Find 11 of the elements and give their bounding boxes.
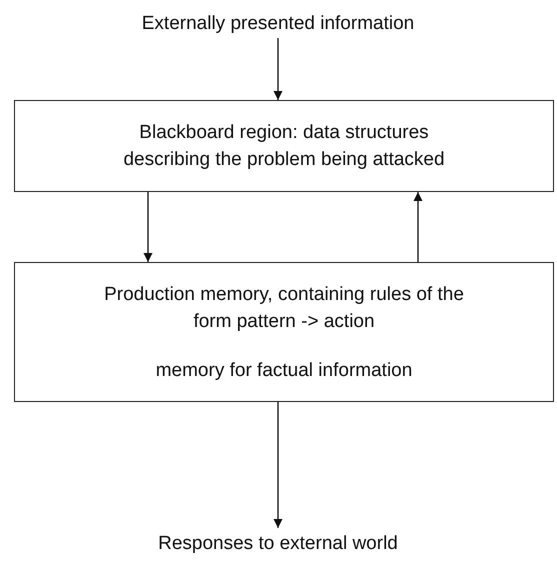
box-text: Blackboard region: data structures describing the problem being attacked	[122, 121, 446, 172]
process-box	[14, 100, 554, 192]
arrow	[414, 192, 422, 262]
box-text: memory for factual information	[156, 358, 412, 382]
node-text: Responses to external world	[158, 532, 398, 556]
arrow	[274, 38, 282, 100]
arrow	[144, 192, 152, 262]
arrow	[274, 402, 282, 528]
box-text: Production memory, containing rules of the form pattern -> action	[103, 282, 465, 334]
node-text: Externally presented information	[142, 12, 414, 36]
process-box	[14, 262, 554, 402]
